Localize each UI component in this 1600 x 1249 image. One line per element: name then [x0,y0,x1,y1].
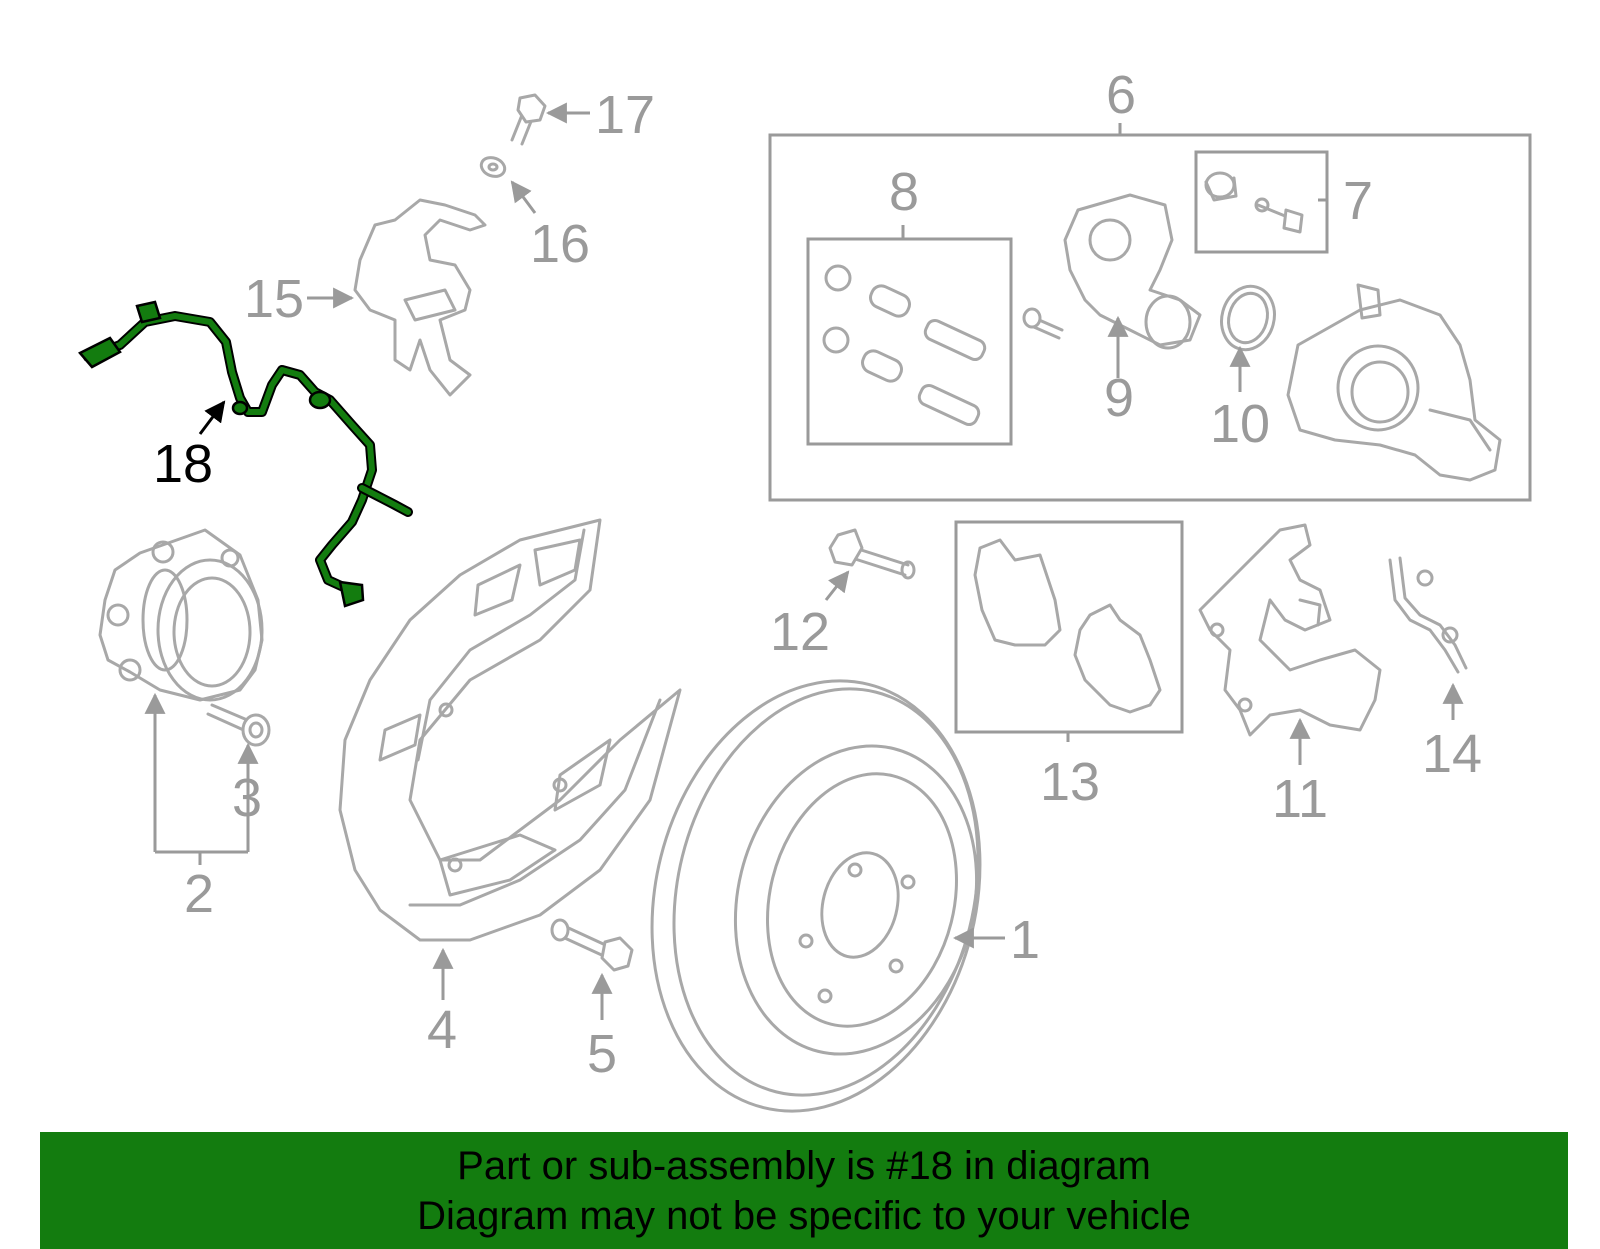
callout-15: 15 [244,269,304,329]
banner-line-1: Part or sub-assembly is #18 in diagram [457,1143,1151,1188]
leader-lines [144,102,1464,1020]
info-banner: Part or sub-assembly is #18 in diagram D… [40,1132,1568,1249]
callout-12: 12 [770,602,830,662]
callout-13: 13 [1040,752,1100,812]
part-17-bolt [510,93,547,146]
callout-17: 17 [595,85,655,145]
part-7-bleeder [1204,171,1304,234]
callout-2: 2 [184,864,214,924]
callout-5: 5 [587,1024,617,1084]
callout-10: 10 [1210,394,1270,454]
callout-7: 7 [1343,171,1373,231]
part-3-bolt [206,703,271,747]
part-10-seal [1220,284,1276,352]
group-box-7 [1194,150,1329,254]
part-5-bolt [550,918,634,972]
callout-3: 3 [232,768,262,828]
part-6-caliper [1286,283,1502,482]
part-18-abs-sensor-harness [78,300,413,608]
group-box-6 [768,133,1532,502]
callout-11: 11 [1272,769,1328,829]
part-12-bolt [828,528,916,580]
callout-18: 18 [153,434,213,494]
callout-8: 8 [889,162,919,222]
callout-16: 16 [530,214,590,274]
group-box-8 [806,237,1013,446]
part-9-motor [1022,193,1202,350]
part-11-bracket [1198,523,1382,737]
callout-9: 9 [1104,368,1134,428]
callout-1: 1 [1010,910,1040,970]
part-8-guide-pins [822,264,987,427]
part-2-hub [98,528,264,702]
part-15-bracket [353,198,487,397]
callout-6: 6 [1106,65,1136,125]
part-13-pads [973,538,1162,714]
banner-line-2: Diagram may not be specific to your vehi… [417,1193,1191,1238]
part-14-hose [1388,556,1468,674]
part-16-washer [479,156,507,178]
callout-14: 14 [1422,724,1482,784]
callout-4: 4 [427,1000,457,1060]
part-4-splash-shield [338,518,682,942]
